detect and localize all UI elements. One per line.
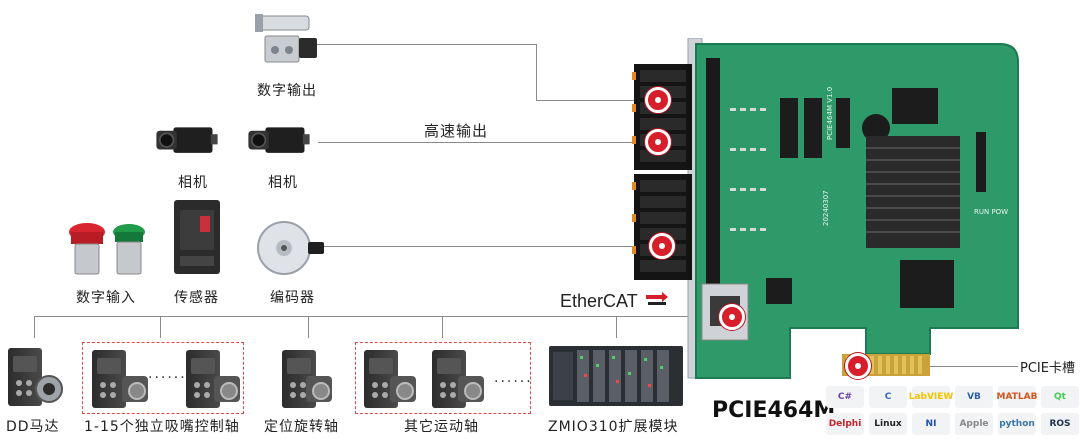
logo-text: Apple bbox=[959, 419, 989, 429]
label-dd-motor: DD马达 bbox=[6, 419, 60, 435]
line-pcie-slot bbox=[870, 366, 1018, 367]
servo-drive-icon bbox=[92, 350, 126, 408]
line-digital-output-end bbox=[536, 100, 648, 101]
pcie-board-image bbox=[632, 38, 1019, 379]
board-silk-date: 20240307 bbox=[822, 190, 830, 226]
pneumatic-valve-icon bbox=[255, 14, 317, 63]
label-suction-axes: 1-15个独立吸嘴控制轴 bbox=[84, 419, 240, 435]
label-digital-output: 数字输出 bbox=[257, 83, 317, 99]
ethercat-arrow-icon bbox=[646, 292, 668, 305]
camera-icon bbox=[248, 127, 310, 153]
line-high-speed-output bbox=[318, 142, 646, 143]
ni-icon: NI bbox=[912, 413, 950, 435]
servo-motor-icon bbox=[214, 376, 240, 402]
photoelectric-sensor-icon bbox=[174, 200, 220, 274]
line-bus-drop-3 bbox=[308, 316, 309, 338]
servo-motor-icon bbox=[306, 376, 332, 402]
vb-icon: VB bbox=[955, 386, 993, 408]
delphi-icon: Delphi bbox=[826, 413, 864, 435]
marker-digital-output bbox=[645, 87, 671, 113]
line-digital-output-down bbox=[536, 44, 537, 100]
logo-text: NI bbox=[925, 419, 937, 429]
logo-text: ROS bbox=[1049, 419, 1071, 429]
ellipsis-suction: ...... bbox=[148, 366, 187, 382]
label-zmio: ZMIO310扩展模块 bbox=[548, 419, 679, 435]
labview-icon: LabVIEW bbox=[909, 386, 953, 408]
other-axes-group bbox=[355, 342, 531, 414]
label-digital-input: 数字输入 bbox=[76, 290, 136, 306]
label-positioning-axis: 定位旋转轴 bbox=[264, 419, 339, 435]
apple-icon: Apple bbox=[955, 413, 993, 435]
logo-text: python bbox=[999, 419, 1035, 429]
marker-pcie-slot bbox=[845, 353, 871, 379]
dd-motor-icon bbox=[35, 375, 63, 403]
label-other-axes: 其它运动轴 bbox=[404, 419, 479, 435]
suction-axes-group bbox=[82, 342, 244, 414]
label-high-speed-output: 高速输出 bbox=[424, 122, 489, 140]
line-bus-drop-1 bbox=[34, 316, 35, 338]
csharp-icon: C# bbox=[826, 386, 864, 408]
logo-text: C bbox=[884, 392, 892, 402]
ellipsis-other: ...... bbox=[494, 370, 533, 386]
python-icon: python bbox=[998, 413, 1036, 435]
logo-text: C# bbox=[837, 392, 853, 402]
servo-motor-icon bbox=[122, 376, 148, 402]
ros-icon: ROS bbox=[1041, 413, 1079, 435]
c-icon: C bbox=[869, 386, 907, 408]
marker-ethercat-port bbox=[719, 304, 745, 330]
qt-icon: Qt bbox=[1041, 386, 1079, 408]
rotary-encoder-icon bbox=[257, 221, 324, 275]
servo-motor-icon bbox=[390, 376, 416, 402]
logo-text: LabVIEW bbox=[908, 392, 954, 402]
matlab-icon: MATLAB bbox=[996, 386, 1038, 408]
linux-icon: Linux bbox=[869, 413, 907, 435]
logo-text: VB bbox=[967, 392, 981, 402]
line-encoder bbox=[320, 246, 650, 247]
line-bus-drop-2 bbox=[160, 316, 161, 338]
label-camera-1: 相机 bbox=[178, 175, 208, 191]
camera-icon bbox=[156, 127, 218, 153]
zmio-expansion-module-icon bbox=[549, 346, 683, 406]
label-pcie-slot: PCIE卡槽 bbox=[1020, 361, 1075, 376]
push-button-green-icon bbox=[113, 224, 145, 275]
board-name: PCIE464M bbox=[712, 398, 836, 423]
push-button-red-icon bbox=[69, 223, 105, 275]
label-sensor: 传感器 bbox=[174, 290, 219, 306]
logo-text: MATLAB bbox=[996, 392, 1038, 402]
servo-drive-icon bbox=[8, 348, 42, 406]
label-camera-2: 相机 bbox=[268, 175, 298, 191]
logo-text: Linux bbox=[874, 419, 902, 429]
line-digital-output bbox=[316, 44, 536, 45]
label-encoder: 编码器 bbox=[270, 290, 315, 306]
marker-encoder bbox=[649, 233, 675, 259]
board-silk-model: PCIE464M V1.0 bbox=[826, 86, 834, 140]
marker-high-speed-output bbox=[645, 129, 671, 155]
line-ethercat-bus bbox=[34, 316, 734, 317]
ethercat-logo: EtherCAT bbox=[560, 291, 638, 311]
line-bus-drop-5 bbox=[616, 316, 617, 338]
board-silk-status: RUN POW bbox=[974, 208, 1009, 216]
logo-text: Delphi bbox=[828, 419, 862, 429]
servo-motor-icon bbox=[458, 376, 484, 402]
logo-text: Qt bbox=[1054, 392, 1066, 402]
line-bus-drop-4 bbox=[442, 316, 443, 338]
